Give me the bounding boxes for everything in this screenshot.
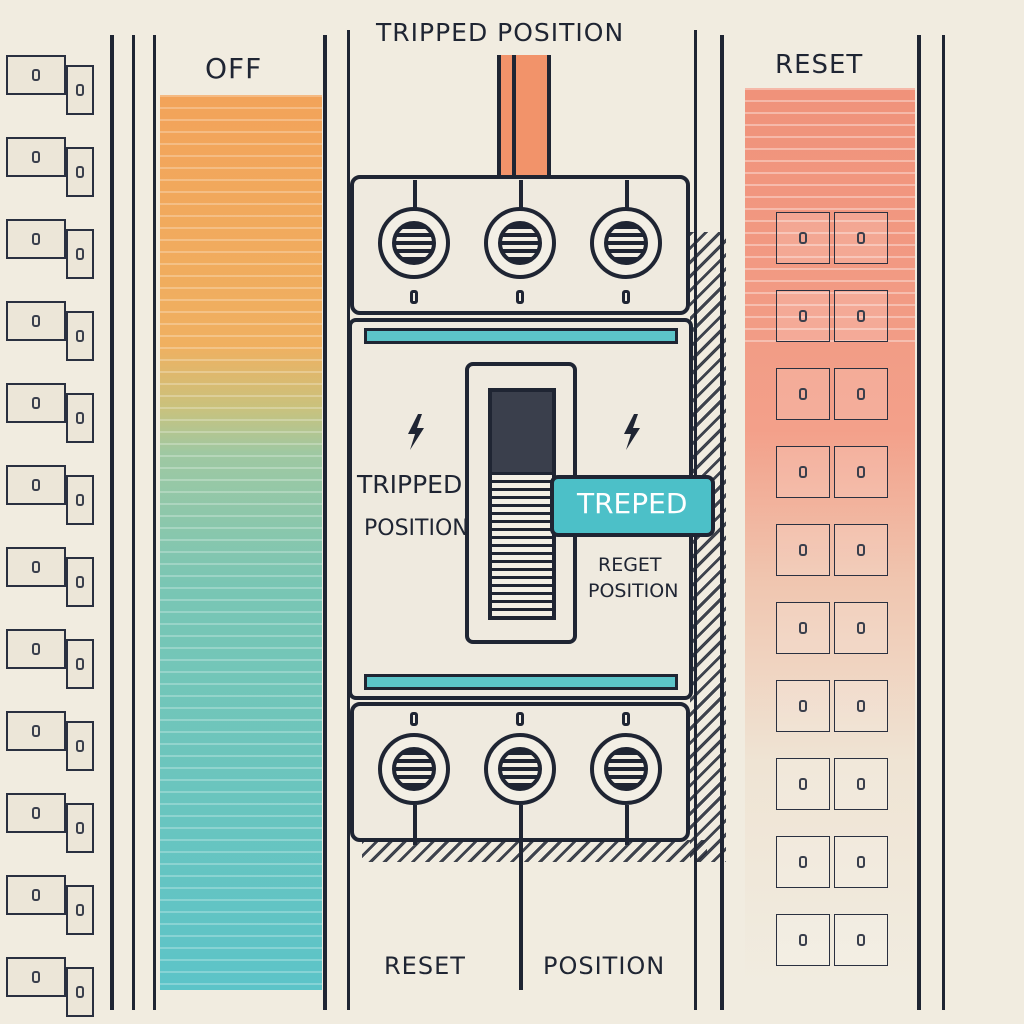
breaker-body-top-strip (364, 328, 678, 344)
top-wire-stripes (512, 55, 516, 180)
top-screw-3 (622, 290, 630, 304)
bottom-screw-3 (622, 712, 630, 726)
bottom-terminal-2 (484, 733, 556, 805)
breaker-module (834, 680, 888, 732)
breaker-module (66, 311, 94, 361)
breaker-module (834, 602, 888, 654)
off-color-bar-stripes (160, 95, 322, 990)
off-color-bar (160, 95, 322, 990)
breaker-module (66, 393, 94, 443)
top-screw-1 (410, 290, 418, 304)
lightning-bolt-icon (404, 414, 428, 450)
terminal-wire (519, 805, 523, 990)
frame-line (323, 35, 327, 1010)
breaker-module (776, 836, 830, 888)
breaker-module (834, 524, 888, 576)
terminal-wire (413, 805, 417, 845)
breaker-module (66, 557, 94, 607)
top-terminal-3 (590, 207, 662, 279)
breaker-body-bottom-strip (364, 674, 678, 690)
breaker-module (6, 137, 66, 177)
top-terminal-2 (484, 207, 556, 279)
breaker-module (776, 290, 830, 342)
toggle-lever-dark (492, 392, 552, 472)
breaker-module (66, 885, 94, 935)
breaker-module (776, 446, 830, 498)
reset-color-bar (745, 88, 915, 988)
breaker-module (776, 368, 830, 420)
lightning-bolt-icon (620, 414, 644, 450)
bottom-screw-1 (410, 712, 418, 726)
breaker-module (66, 803, 94, 853)
breaker-module (66, 721, 94, 771)
breaker-module (6, 55, 66, 95)
breaker-module (834, 290, 888, 342)
bottom-terminal-1 (378, 733, 450, 805)
bottom-terminal-3 (590, 733, 662, 805)
terminal-wire (519, 180, 523, 220)
breaker-module (6, 219, 66, 259)
terminal-wire (625, 805, 629, 845)
breaker-module (6, 711, 66, 751)
breaker-module (66, 639, 94, 689)
frame-line (153, 35, 156, 1010)
breaker-module (776, 914, 830, 966)
breaker-module (6, 465, 66, 505)
status-tag-text: TREPED (577, 487, 688, 520)
breaker-module (6, 875, 66, 915)
tag-sub-line1: REGET (598, 554, 662, 576)
breaker-module (66, 475, 94, 525)
frame-line (110, 35, 114, 1010)
breaker-module (834, 368, 888, 420)
breaker-module (776, 680, 830, 732)
breaker-module (66, 65, 94, 115)
breaker-module (6, 383, 66, 423)
off-label: OFF (205, 52, 263, 85)
frame-line (132, 35, 135, 1010)
frame-line (942, 35, 945, 1010)
top-screw-2 (516, 290, 524, 304)
breaker-shadow (690, 232, 726, 862)
breaker-module (834, 446, 888, 498)
breaker-module (6, 547, 66, 587)
bottom-position-label: POSITION (543, 952, 666, 980)
breaker-tripped-label: TRIPPED (357, 470, 463, 499)
breaker-module (776, 524, 830, 576)
breaker-module (66, 229, 94, 279)
breaker-module (6, 301, 66, 341)
tag-sub-line2: POSITION (588, 580, 679, 602)
terminal-wire (625, 180, 629, 220)
top-title: TRIPPED POSITION (376, 18, 625, 47)
bottom-reset-label: RESET (384, 952, 466, 980)
breaker-module (6, 629, 66, 669)
top-terminal-1 (378, 207, 450, 279)
top-wire (497, 55, 551, 180)
breaker-module (834, 212, 888, 264)
breaker-module (6, 957, 66, 997)
breaker-module (66, 967, 94, 1017)
breaker-module (776, 758, 830, 810)
frame-line (917, 35, 921, 1010)
reset-label: RESET (775, 50, 864, 80)
bottom-screw-2 (516, 712, 524, 726)
breaker-module (834, 836, 888, 888)
reset-color-bar-stripes (745, 88, 915, 348)
terminal-wire (413, 180, 417, 220)
breaker-module (776, 212, 830, 264)
breaker-module (834, 914, 888, 966)
breaker-module (834, 758, 888, 810)
breaker-module (66, 147, 94, 197)
status-tag (550, 475, 715, 537)
breaker-module (776, 602, 830, 654)
breaker-module (6, 793, 66, 833)
breaker-position-label: POSITION (364, 516, 469, 541)
breaker-shadow-bottom (362, 840, 707, 862)
